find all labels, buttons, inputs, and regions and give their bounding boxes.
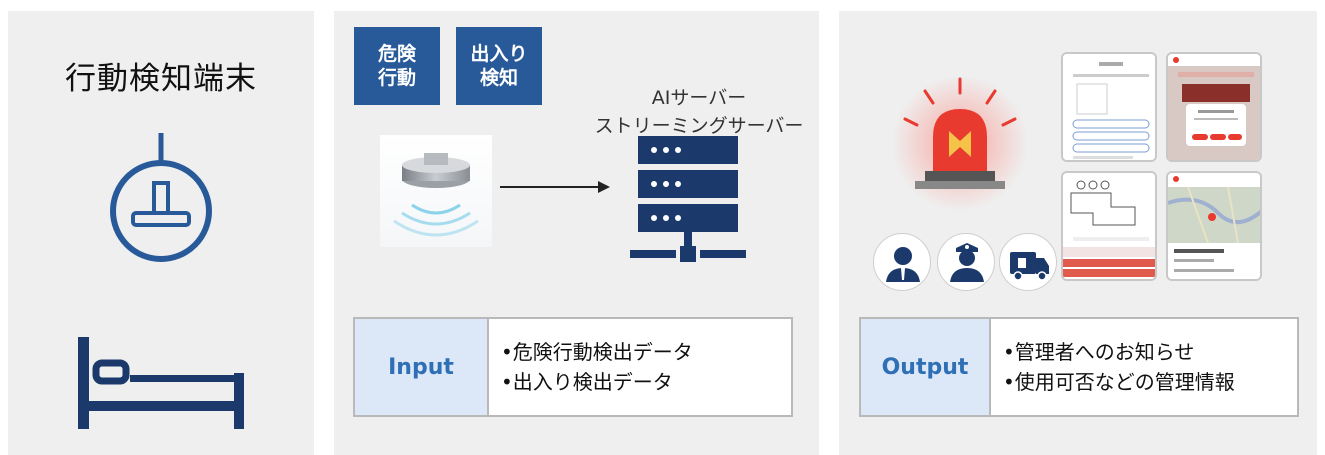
output-item: •管理者へのお知らせ [1003,340,1195,364]
arrow-right-icon [500,181,610,193]
server-label-line: AIサーバー [651,87,747,109]
tag-line: 検知 [479,67,518,89]
output-items: •管理者へのお知らせ •使用可否などの管理情報 [991,319,1235,415]
phone-screen-1 [1061,52,1157,162]
tag-line: 行動 [377,67,416,89]
server-label: AIサーバー ストリーミングサーバー [579,84,819,140]
phone-screen-2 [1166,52,1262,162]
tag-line: 出入り [470,43,528,65]
manager-icon [873,233,931,291]
tag-line: 危険 [377,43,416,65]
pendant-sensor-icon [110,133,212,262]
sensor-device-icon [393,153,479,237]
device-title: 行動検知端末 [65,61,257,97]
tag-danger-behavior: 危険 行動 [354,27,440,105]
input-panel: 危険 行動 出入り 検知 AIサーバー ストリーミングサーバー [334,11,819,455]
alarm-light-icon [892,75,1028,211]
server-label-line: ストリーミングサーバー [594,115,804,137]
tag-entry-exit: 出入り 検知 [456,27,542,105]
ambulance-icon [999,233,1057,291]
police-icon [937,233,995,291]
output-info-box: Output •管理者へのお知らせ •使用可否などの管理情報 [859,317,1299,417]
server-icon [630,136,746,262]
phone-screen-3 [1061,171,1157,281]
phone-screen-4 [1166,171,1262,281]
input-item: •危険行動検出データ [501,340,693,364]
output-panel: Output •管理者へのお知らせ •使用可否などの管理情報 [839,11,1317,455]
input-item: •出入り検出データ [501,370,673,394]
input-key: Input [355,319,489,415]
output-key: Output [861,319,991,415]
input-info-box: Input •危険行動検出データ •出入り検出データ [353,317,793,417]
sensor-photo [380,135,492,247]
output-item: •使用可否などの管理情報 [1003,370,1235,394]
bed-icon [78,337,244,429]
device-panel: 行動検知端末 [8,11,314,455]
input-items: •危険行動検出データ •出入り検出データ [489,319,693,415]
